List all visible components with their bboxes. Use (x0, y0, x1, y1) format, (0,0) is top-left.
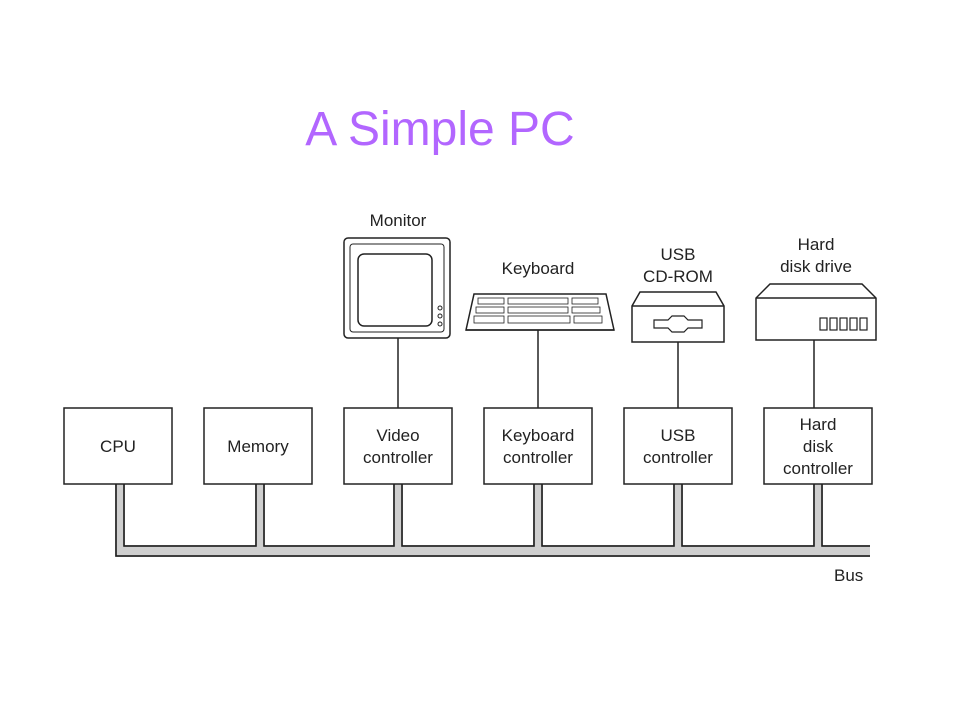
controller-hard-disk: Hard disk controller (763, 407, 873, 485)
cdrom-icon (631, 291, 725, 343)
hard-disk-drive-icon (755, 283, 877, 341)
system-bus: Bus (115, 484, 870, 585)
controller-label: controller (783, 459, 853, 478)
controller-cpu: CPU (63, 407, 173, 485)
slide-title: A Simple PC (305, 103, 575, 156)
device-label-hard-disk-drive: disk drive (780, 257, 852, 276)
controller-label: controller (363, 448, 433, 467)
controller-label: Hard (800, 415, 837, 434)
device-label-monitor: Monitor (370, 211, 427, 230)
controller-label: disk (803, 437, 834, 456)
controller-usb: USB controller (623, 407, 733, 485)
controller-label: CPU (100, 437, 136, 456)
controller-label: Memory (227, 437, 289, 456)
device-label-hard-disk-drive: Hard (798, 235, 835, 254)
controller-label: Keyboard (502, 426, 575, 445)
monitor-icon (343, 237, 451, 339)
controller-label: controller (503, 448, 573, 467)
controller-keyboard: Keyboard controller (483, 407, 593, 485)
device-label-keyboard: Keyboard (502, 259, 575, 278)
controller-label: USB (661, 426, 696, 445)
device-label-usb-cdrom: CD-ROM (643, 267, 713, 286)
controller-label: controller (643, 448, 713, 467)
bus-label: Bus (834, 566, 863, 585)
keyboard-icon (465, 293, 615, 331)
device-label-usb-cdrom: USB (661, 245, 696, 264)
controller-video: Video controller (343, 407, 453, 485)
controller-label: Video (376, 426, 419, 445)
controller-memory: Memory (203, 407, 313, 485)
